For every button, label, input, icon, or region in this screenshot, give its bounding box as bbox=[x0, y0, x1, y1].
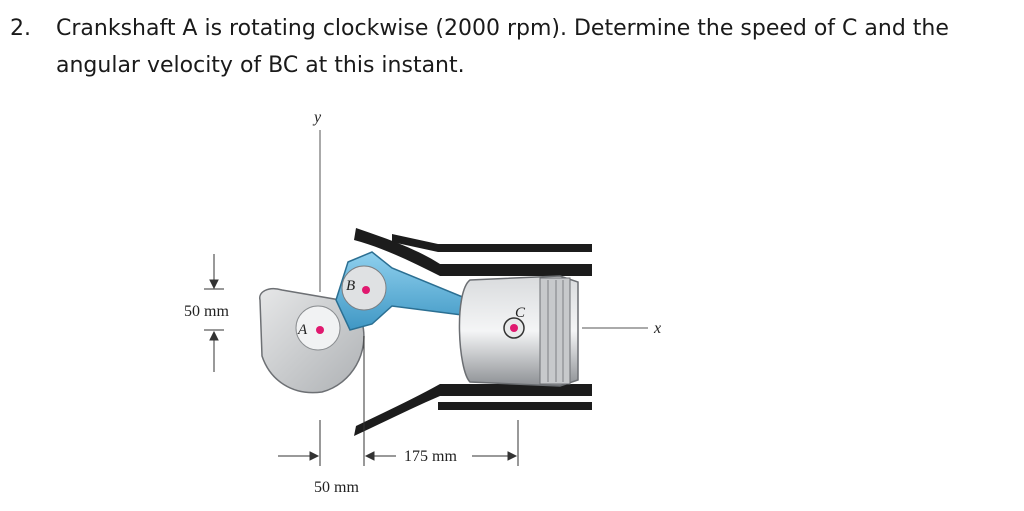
point-c-dot bbox=[510, 324, 518, 332]
vertical-dimension bbox=[204, 254, 224, 372]
point-a-label: A bbox=[297, 322, 308, 338]
question-text: Crankshaft A is rotating clockwise (2000… bbox=[56, 10, 1006, 84]
cylinder-wall-bottom bbox=[354, 384, 592, 436]
dimension-bottom-right-label: 175 mm bbox=[404, 448, 457, 465]
y-axis-label: y bbox=[312, 109, 322, 126]
point-c-label: C bbox=[515, 305, 526, 321]
point-b-dot bbox=[362, 286, 370, 294]
point-a-dot bbox=[316, 326, 324, 334]
dimension-bottom-left-label: 50 mm bbox=[314, 479, 359, 496]
point-b-label: B bbox=[346, 278, 355, 294]
question-number: 2. bbox=[10, 16, 31, 41]
piston bbox=[458, 275, 579, 387]
dimension-vertical-label: 50 mm bbox=[184, 303, 229, 320]
question-line-2: angular velocity of BC at this instant. bbox=[56, 53, 465, 78]
bottom-dimensions bbox=[278, 336, 519, 466]
x-axis-label: x bbox=[653, 320, 661, 337]
question-line-1: Crankshaft A is rotating clockwise (2000… bbox=[56, 16, 949, 41]
cylinder-wall-top bbox=[354, 228, 592, 276]
